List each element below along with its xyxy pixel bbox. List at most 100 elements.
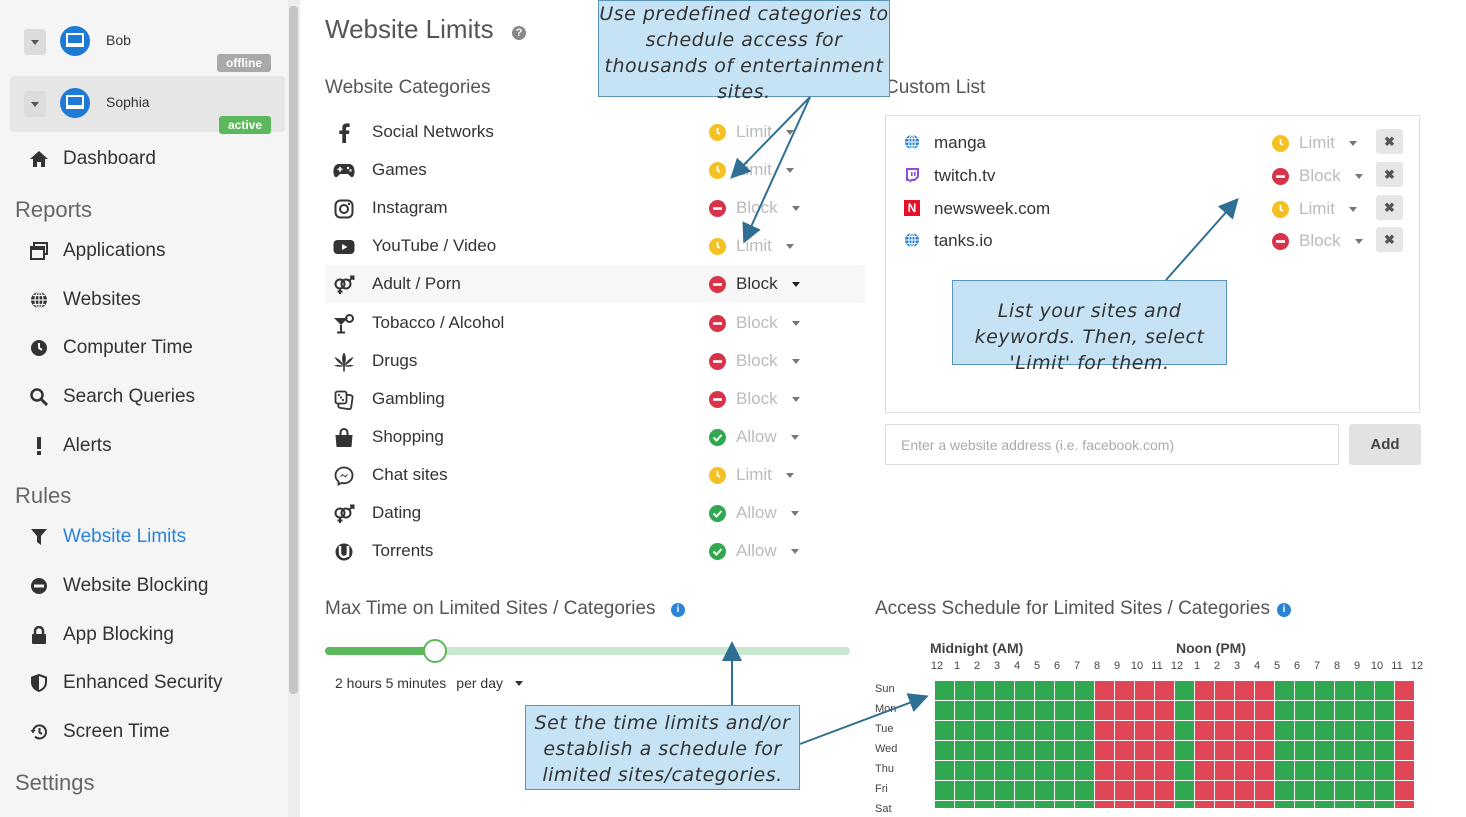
custom-status-dropdown[interactable]: Limit [1272, 199, 1357, 219]
schedule-cell[interactable] [1295, 701, 1315, 721]
schedule-cell[interactable] [1235, 721, 1255, 741]
schedule-cell[interactable] [1035, 741, 1055, 761]
schedule-cell[interactable] [975, 741, 995, 761]
schedule-cell[interactable] [1115, 781, 1135, 801]
schedule-cell[interactable] [1355, 781, 1375, 801]
nav-screen-time[interactable]: Screen Time [28, 718, 170, 746]
schedule-cell[interactable] [1255, 721, 1275, 741]
max-time-value[interactable]: 2 hours 5 minutes per day [335, 675, 523, 691]
schedule-cell[interactable] [935, 701, 955, 721]
schedule-cell[interactable] [1155, 801, 1175, 808]
schedule-cell[interactable] [975, 761, 995, 781]
add-button[interactable]: Add [1349, 424, 1421, 465]
schedule-cell[interactable] [1015, 681, 1035, 701]
schedule-cell[interactable] [1155, 701, 1175, 721]
schedule-cell[interactable] [955, 801, 975, 808]
schedule-cell[interactable] [1295, 681, 1315, 701]
schedule-cell[interactable] [1235, 701, 1255, 721]
schedule-cell[interactable] [1235, 781, 1255, 801]
schedule-cell[interactable] [1195, 701, 1215, 721]
max-time-slider[interactable] [325, 639, 850, 663]
schedule-cell[interactable] [995, 801, 1015, 808]
remove-icon[interactable]: ✖ [1376, 227, 1403, 252]
category-status-dropdown[interactable]: Allow [709, 541, 799, 561]
nav-enhanced-security[interactable]: Enhanced Security [28, 669, 223, 697]
schedule-cell[interactable] [1255, 681, 1275, 701]
schedule-cell[interactable] [1175, 741, 1195, 761]
schedule-cell[interactable] [1375, 781, 1395, 801]
schedule-cell[interactable] [1055, 681, 1075, 701]
schedule-cell[interactable] [1115, 801, 1135, 808]
schedule-cell[interactable] [1355, 701, 1375, 721]
schedule-cell[interactable] [1235, 761, 1255, 781]
schedule-cell[interactable] [1155, 741, 1175, 761]
category-status-dropdown[interactable]: Block [709, 198, 800, 218]
schedule-cell[interactable] [995, 741, 1015, 761]
schedule-cell[interactable] [995, 761, 1015, 781]
custom-status-dropdown[interactable]: Block [1272, 231, 1363, 251]
schedule-cell[interactable] [1255, 761, 1275, 781]
info-icon[interactable]: i [671, 603, 685, 617]
schedule-cell[interactable] [1275, 681, 1295, 701]
schedule-cell[interactable] [975, 781, 995, 801]
schedule-cell[interactable] [1395, 701, 1415, 721]
schedule-cell[interactable] [1135, 721, 1155, 741]
schedule-cell[interactable] [1255, 781, 1275, 801]
schedule-cell[interactable] [1215, 701, 1235, 721]
slider-thumb[interactable] [423, 639, 447, 663]
category-status-dropdown[interactable]: Limit [709, 122, 794, 142]
schedule-cell[interactable] [1115, 721, 1135, 741]
schedule-cell[interactable] [1075, 761, 1095, 781]
schedule-cell[interactable] [1375, 801, 1395, 808]
chevron-down-icon[interactable] [24, 91, 46, 117]
schedule-cell[interactable] [1275, 781, 1295, 801]
schedule-cell[interactable] [1055, 741, 1075, 761]
schedule-cell[interactable] [1375, 681, 1395, 701]
schedule-cell[interactable] [1055, 761, 1075, 781]
schedule-cell[interactable] [1195, 781, 1215, 801]
schedule-cell[interactable] [1235, 801, 1255, 808]
schedule-cell[interactable] [1255, 741, 1275, 761]
schedule-cell[interactable] [1355, 681, 1375, 701]
schedule-cell[interactable] [1275, 801, 1295, 808]
nav-app-blocking[interactable]: App Blocking [28, 621, 174, 649]
schedule-cell[interactable] [1095, 801, 1115, 808]
schedule-cell[interactable] [1215, 801, 1235, 808]
schedule-cell[interactable] [975, 681, 995, 701]
schedule-cell[interactable] [1315, 701, 1335, 721]
schedule-cell[interactable] [1135, 741, 1155, 761]
user-card-sophia[interactable]: Sophia active [10, 76, 285, 134]
category-status-dropdown[interactable]: Block [709, 274, 800, 294]
nav-applications[interactable]: Applications [28, 237, 165, 265]
schedule-cell[interactable] [1295, 721, 1315, 741]
schedule-cell[interactable] [995, 681, 1015, 701]
schedule-cell[interactable] [1075, 741, 1095, 761]
schedule-cell[interactable] [1195, 761, 1215, 781]
schedule-cell[interactable] [1215, 781, 1235, 801]
schedule-cell[interactable] [1055, 701, 1075, 721]
chevron-down-icon[interactable] [24, 29, 46, 55]
schedule-cell[interactable] [1395, 781, 1415, 801]
schedule-cell[interactable] [1195, 681, 1215, 701]
schedule-cell[interactable] [1155, 681, 1175, 701]
schedule-cell[interactable] [1095, 721, 1115, 741]
schedule-cell[interactable] [955, 681, 975, 701]
schedule-cell[interactable] [1175, 781, 1195, 801]
schedule-cell[interactable] [1215, 741, 1235, 761]
help-icon[interactable]: ? [512, 26, 526, 40]
schedule-cell[interactable] [1035, 801, 1055, 808]
category-status-dropdown[interactable]: Limit [709, 236, 794, 256]
schedule-cell[interactable] [975, 721, 995, 741]
schedule-cell[interactable] [1075, 781, 1095, 801]
remove-icon[interactable]: ✖ [1376, 129, 1403, 154]
schedule-grid[interactable] [935, 681, 1415, 808]
schedule-cell[interactable] [1295, 761, 1315, 781]
schedule-cell[interactable] [1195, 741, 1215, 761]
schedule-cell[interactable] [1135, 681, 1155, 701]
schedule-cell[interactable] [1095, 761, 1115, 781]
schedule-cell[interactable] [1375, 721, 1395, 741]
schedule-cell[interactable] [1135, 781, 1155, 801]
schedule-cell[interactable] [1055, 721, 1075, 741]
schedule-cell[interactable] [1055, 781, 1075, 801]
schedule-cell[interactable] [1375, 761, 1395, 781]
